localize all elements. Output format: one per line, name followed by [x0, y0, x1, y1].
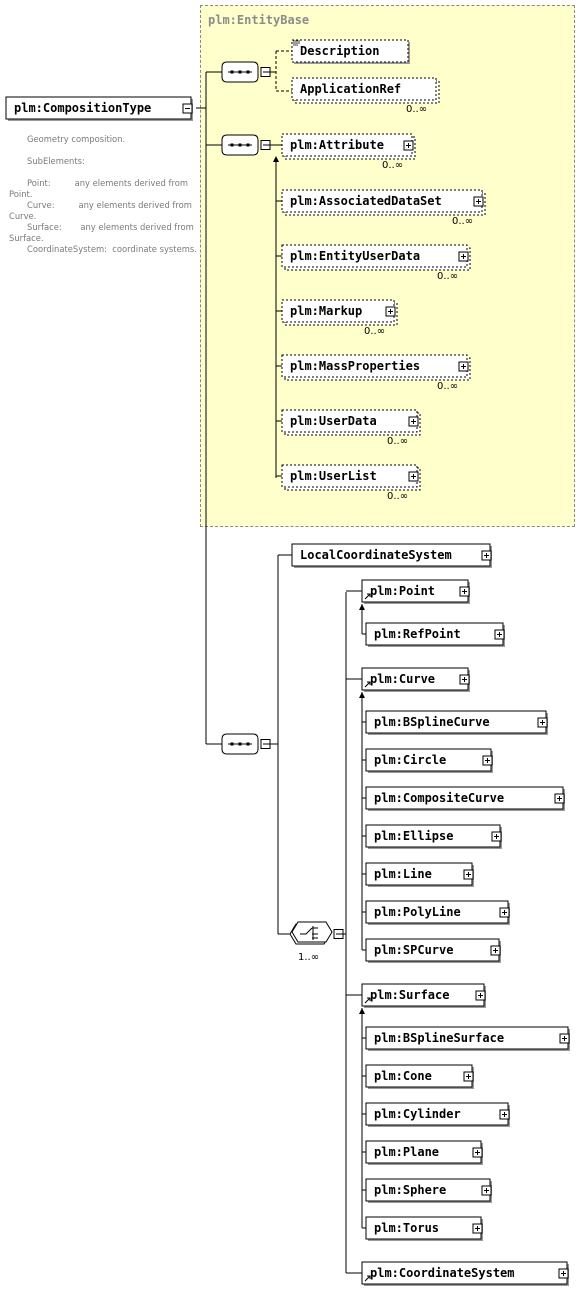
element-label: plm:Cylinder [374, 1107, 461, 1121]
documentation-icon [293, 40, 300, 46]
element-label: plm:EntityUserData [290, 249, 420, 263]
element-label: plm:UserList [290, 469, 377, 483]
element-node[interactable] [281, 189, 483, 213]
element-label: plm:Torus [374, 1221, 439, 1235]
cardinality-label: 0..∞ [364, 326, 385, 337]
documentation-line: Curve: any elements derived from Curve. [9, 200, 195, 221]
cardinality-label: 0..∞ [437, 271, 458, 282]
element-label: plm:Plane [374, 1145, 439, 1159]
choice-symbol [300, 926, 318, 940]
element-node[interactable] [291, 77, 437, 101]
cardinality-label: 0..∞ [387, 491, 408, 502]
reference-arrow-icon [364, 997, 371, 1004]
element-node[interactable] [291, 39, 409, 63]
element-label: plm:CoordinateSystem [370, 1266, 515, 1280]
sequence-dot [246, 70, 250, 74]
documentation-line: CoordinateSystem: coordinate systems. [27, 244, 197, 254]
documentation-line: SubElements: [27, 156, 85, 166]
reference-arrow-icon [364, 1275, 371, 1282]
element-label: plm:Sphere [374, 1183, 446, 1197]
documentation-line: Point: any elements derived from Point. [9, 178, 191, 199]
reference-arrow-icon [364, 593, 371, 600]
element-label: plm:PolyLine [374, 905, 461, 919]
documentation-line: Geometry composition. [27, 134, 126, 144]
element-label: plm:MassProperties [290, 359, 420, 373]
element-label: ApplicationRef [300, 82, 401, 96]
entity-base-title: plm:EntityBase [208, 13, 310, 27]
substitution-arrow-icon [359, 692, 365, 698]
sequence-dot [230, 143, 234, 147]
element-label: plm:CompositeCurve [374, 791, 504, 805]
cardinality-label: 0..∞ [382, 160, 403, 171]
element-label: plm:Ellipse [374, 829, 453, 843]
substitution-arrow-icon [359, 1008, 365, 1014]
element-node[interactable] [281, 299, 395, 323]
sequence-dot [246, 143, 250, 147]
element-label: plm:Curve [370, 672, 435, 686]
element-label: plm:Surface [370, 988, 449, 1002]
element-label: plm:UserData [290, 414, 377, 428]
element-label: plm:CompositionType [14, 101, 151, 115]
sequence-dot [238, 70, 242, 74]
element-label: plm:Cone [374, 1069, 432, 1083]
sequence-dot [246, 742, 250, 746]
sequence-dot [230, 742, 234, 746]
choice-compositor-icon[interactable] [291, 921, 333, 943]
element-label: plm:Markup [290, 304, 362, 318]
element-label: plm:BSplineCurve [374, 715, 490, 729]
sequence-dot [238, 143, 242, 147]
sequence-dot [230, 70, 234, 74]
reference-arrow-icon [364, 681, 371, 688]
element-label: plm:Attribute [290, 138, 384, 152]
cardinality-label: 0..∞ [387, 436, 408, 447]
documentation-line: Surface: any elements derived from Surfa… [9, 222, 197, 243]
element-label: Description [300, 44, 379, 58]
element-label: plm:Line [374, 867, 432, 881]
cardinality-label: 0..∞ [437, 381, 458, 392]
element-label: plm:Circle [374, 753, 446, 767]
element-label: plm:RefPoint [374, 627, 461, 641]
element-label: plm:Point [370, 584, 435, 598]
element-label: plm:AssociatedDataSet [290, 194, 442, 208]
element-label: plm:BSplineSurface [374, 1031, 504, 1045]
root-documentation: Geometry composition. SubElements: Point: … [9, 134, 197, 255]
cardinality-label: 1..∞ [298, 952, 319, 963]
sequence-dot [238, 742, 242, 746]
cardinality-label: 0..∞ [452, 216, 473, 227]
element-label: LocalCoordinateSystem [300, 548, 452, 562]
element-label: plm:SPCurve [374, 943, 453, 957]
substitution-arrow-icon [359, 604, 365, 610]
cardinality-label: 0..∞ [406, 104, 427, 115]
substitution-arrow-icon [273, 156, 279, 162]
